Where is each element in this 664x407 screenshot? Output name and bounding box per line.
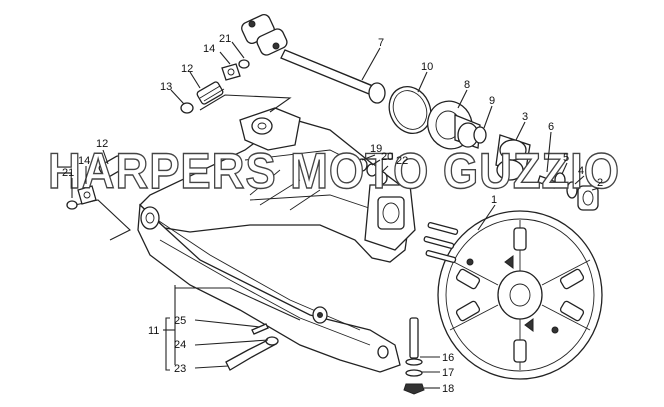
- label-7: 7: [378, 37, 384, 49]
- label-14-top: 14: [203, 43, 215, 55]
- label-14-left: 14: [78, 155, 90, 167]
- bush-3: [495, 134, 531, 181]
- label-16: 16: [442, 352, 454, 364]
- label-12-left: 12: [96, 138, 108, 150]
- label-3: 3: [522, 111, 528, 123]
- wheel-hub: [423, 210, 603, 380]
- bracket-11: [165, 317, 170, 371]
- bottom-fasteners: [225, 317, 425, 395]
- leader-lines: [71, 41, 600, 389]
- bearing-hub-8: [427, 100, 481, 150]
- label-5: 5: [563, 152, 569, 164]
- label-13: 13: [160, 81, 172, 93]
- retaining-ring-10: [388, 86, 432, 134]
- label-25: 25: [174, 315, 186, 327]
- label-9: 9: [489, 95, 495, 107]
- label-4: 4: [578, 165, 584, 177]
- adjuster-left: [66, 155, 126, 210]
- watermark-text: HARPERS MOTO GUZZIO: [48, 143, 620, 199]
- o-ring-9: [473, 126, 487, 144]
- universal-joint: [241, 14, 288, 56]
- label-18: 18: [442, 383, 454, 395]
- label-17: 17: [442, 367, 454, 379]
- adjuster-top: [180, 59, 250, 114]
- part-labels: 7 10 8 9 3 6 5 4 2 1 21 14 12 13 12 14 2…: [62, 33, 603, 395]
- label-23: 23: [174, 363, 186, 375]
- swingarm: [137, 107, 416, 373]
- label-1: 1: [491, 194, 497, 206]
- label-2: 2: [597, 177, 603, 189]
- label-22: 22: [396, 155, 408, 167]
- small-parts-right: [537, 172, 599, 211]
- drive-shaft: [280, 49, 386, 104]
- label-11: 11: [148, 325, 159, 337]
- label-21-left: 21: [62, 167, 74, 179]
- label-21-top: 21: [219, 33, 231, 45]
- label-8: 8: [464, 79, 470, 91]
- label-24: 24: [174, 339, 186, 351]
- label-20: 20: [381, 151, 393, 163]
- label-12-top: 12: [181, 63, 193, 75]
- label-19: 19: [370, 143, 382, 155]
- label-6: 6: [548, 121, 554, 133]
- label-10: 10: [421, 61, 433, 73]
